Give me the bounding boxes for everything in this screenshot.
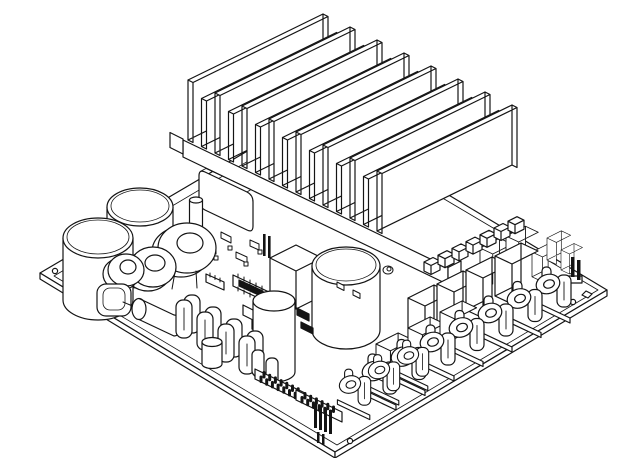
board-edge-left xyxy=(39,272,336,458)
rounded-box-component xyxy=(96,283,132,317)
center-component-cluster xyxy=(205,244,381,383)
electrolytic-capacitor-3 xyxy=(311,246,381,350)
toroidal-inductor-c xyxy=(102,253,145,291)
left-component-cluster xyxy=(62,168,254,337)
heatsink xyxy=(169,13,518,286)
pin-header-bottom-vertical xyxy=(314,404,332,445)
heatsink-fins xyxy=(187,13,518,235)
smd-parts-mid-right xyxy=(336,265,394,299)
smd-dark-components xyxy=(296,307,314,335)
terminal-block xyxy=(175,294,201,339)
small-capacitor-front xyxy=(201,341,223,370)
right-component-cluster xyxy=(336,216,583,386)
mounting-hole xyxy=(51,267,59,275)
toroidal-inductor-a xyxy=(151,222,217,290)
pin-header-small-vertical xyxy=(263,234,271,258)
mounting-hole xyxy=(346,437,354,445)
ic-chip-small xyxy=(205,272,225,291)
heatsink-base-flange-left xyxy=(169,131,184,155)
tall-fin xyxy=(376,104,518,235)
solder-pad xyxy=(581,290,593,299)
